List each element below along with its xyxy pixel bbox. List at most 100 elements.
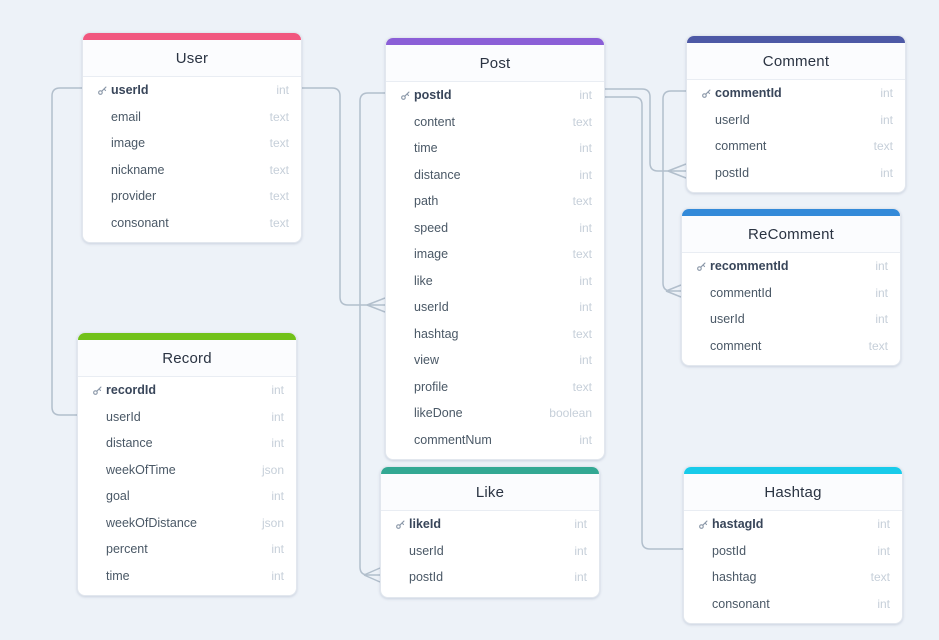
field-row[interactable]: weekOfDistance json — [78, 510, 296, 537]
table-accent-bar — [386, 38, 604, 45]
field-row[interactable]: speed int — [386, 215, 604, 242]
field-type: int — [271, 489, 284, 504]
table-title: Post — [479, 54, 511, 72]
table-header[interactable]: User — [83, 40, 301, 77]
field-row[interactable]: distance int — [78, 430, 296, 457]
field-name: nickname — [111, 162, 165, 177]
field-row[interactable]: provider text — [83, 183, 301, 210]
field-row[interactable]: time int — [386, 135, 604, 162]
field-name: userId — [710, 312, 745, 327]
crow-foot-icon — [667, 163, 687, 179]
field-row[interactable]: consonant int — [684, 591, 902, 618]
relationship-post-comment[interactable] — [603, 88, 687, 179]
field-name: hastagId — [712, 517, 764, 532]
primary-key-icon-slot — [93, 217, 111, 229]
field-name: postId — [409, 570, 444, 585]
field-row[interactable]: userId int — [687, 107, 905, 134]
table-comment[interactable]: Comment commentId int userId int comment… — [686, 35, 906, 193]
primary-key-icon-slot — [692, 313, 710, 325]
field-row[interactable]: recordId int — [78, 377, 296, 404]
table-fields: userId int email text image text nicknam… — [83, 77, 301, 242]
table-header[interactable]: Record — [78, 340, 296, 377]
relationship-comment-recomment[interactable] — [662, 90, 686, 298]
table-accent-bar — [687, 36, 905, 43]
primary-key-icon-slot — [694, 571, 712, 583]
field-row[interactable]: path text — [386, 188, 604, 215]
field-row[interactable]: distance int — [386, 162, 604, 189]
field-row[interactable]: postId int — [687, 160, 905, 187]
primary-key-icon-slot — [697, 87, 715, 99]
table-header[interactable]: Hashtag — [684, 474, 902, 511]
field-row[interactable]: commentNum int — [386, 427, 604, 454]
relationship-post-like[interactable] — [359, 92, 385, 583]
field-type: text — [870, 570, 890, 585]
primary-key-icon-slot — [396, 354, 414, 366]
table-record[interactable]: Record recordId int userId int distance … — [77, 332, 297, 596]
table-header[interactable]: Post — [386, 45, 604, 82]
field-row[interactable]: hastagId int — [684, 511, 902, 538]
field-row[interactable]: userId int — [78, 404, 296, 431]
primary-key-icon-slot — [396, 275, 414, 287]
relationship-post-hashtag[interactable] — [603, 96, 683, 550]
field-row[interactable]: hashtag text — [684, 564, 902, 591]
field-row[interactable]: image text — [386, 241, 604, 268]
field-row[interactable]: commentId int — [687, 80, 905, 107]
relationship-user-post[interactable] — [300, 87, 386, 313]
table-hashtag[interactable]: Hashtag hastagId int postId int hashtag … — [683, 466, 903, 624]
relationship-user-record[interactable] — [51, 87, 82, 416]
table-header[interactable]: Comment — [687, 43, 905, 80]
field-row[interactable]: likeId int — [381, 511, 599, 538]
field-row[interactable]: comment text — [682, 333, 900, 360]
field-row[interactable]: goal int — [78, 483, 296, 510]
table-post[interactable]: Post postId int content text time int di… — [385, 37, 605, 460]
field-row[interactable]: userId int — [386, 294, 604, 321]
table-user[interactable]: User userId int email text image text ni… — [82, 32, 302, 243]
field-row[interactable]: hashtag text — [386, 321, 604, 348]
field-type: text — [572, 247, 592, 262]
field-row[interactable]: postId int — [381, 564, 599, 591]
field-row[interactable]: email text — [83, 104, 301, 131]
primary-key-icon — [97, 86, 106, 95]
field-type: int — [875, 312, 888, 327]
field-row[interactable]: image text — [83, 130, 301, 157]
field-type: int — [271, 436, 284, 451]
primary-key-icon-slot — [694, 518, 712, 530]
field-row[interactable]: profile text — [386, 374, 604, 401]
field-row[interactable]: postId int — [684, 538, 902, 565]
field-name: postId — [712, 543, 747, 558]
table-recomment[interactable]: ReComment recommentId int commentId int … — [681, 208, 901, 366]
table-header[interactable]: ReComment — [682, 216, 900, 253]
field-row[interactable]: nickname text — [83, 157, 301, 184]
field-row[interactable]: percent int — [78, 536, 296, 563]
table-like[interactable]: Like likeId int userId int postId int — [380, 466, 600, 598]
field-type: int — [271, 568, 284, 583]
field-row[interactable]: likeDone boolean — [386, 400, 604, 427]
table-fields: postId int content text time int distanc… — [386, 82, 604, 459]
primary-key-icon-slot — [396, 434, 414, 446]
field-row[interactable]: like int — [386, 268, 604, 295]
table-header[interactable]: Like — [381, 474, 599, 511]
field-row[interactable]: consonant text — [83, 210, 301, 237]
field-row[interactable]: userId int — [83, 77, 301, 104]
field-name: percent — [106, 542, 148, 557]
field-row[interactable]: userId int — [381, 538, 599, 565]
field-name: userId — [715, 112, 750, 127]
field-row[interactable]: time int — [78, 563, 296, 590]
field-row[interactable]: recommentId int — [682, 253, 900, 280]
field-row[interactable]: content text — [386, 109, 604, 136]
field-name: comment — [710, 338, 762, 353]
field-name: likeId — [409, 517, 441, 532]
field-type: text — [269, 189, 289, 204]
field-row[interactable]: commentId int — [682, 280, 900, 307]
field-row[interactable]: userId int — [682, 306, 900, 333]
field-name: postId — [715, 165, 750, 180]
field-row[interactable]: weekOfTime json — [78, 457, 296, 484]
field-row[interactable]: postId int — [386, 82, 604, 109]
field-type: int — [875, 259, 888, 274]
field-type: int — [574, 570, 587, 585]
field-name: weekOfTime — [106, 462, 176, 477]
field-name: time — [414, 141, 438, 156]
field-row[interactable]: view int — [386, 347, 604, 374]
field-row[interactable]: comment text — [687, 133, 905, 160]
